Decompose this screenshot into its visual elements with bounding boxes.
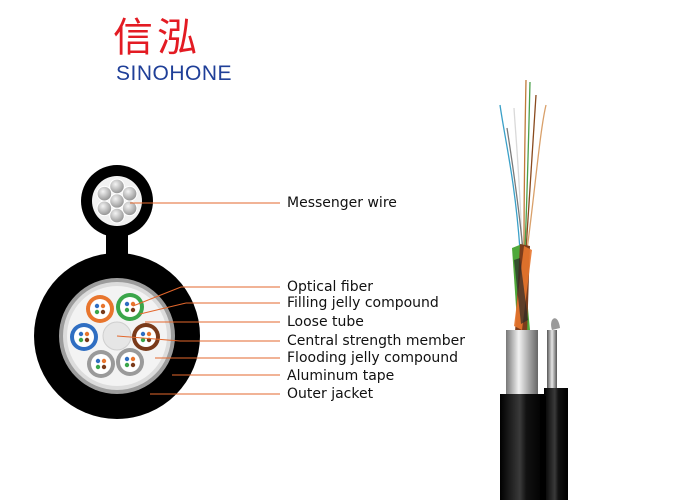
loose-tubes bbox=[70, 293, 160, 378]
loose-tube-gray-left bbox=[87, 350, 115, 378]
label-filling-jelly-compound: Filling jelly compound bbox=[287, 295, 439, 311]
label-central-strength-member: Central strength member bbox=[287, 333, 465, 349]
label-messenger-wire: Messenger wire bbox=[287, 195, 397, 211]
loose-tube-brown bbox=[132, 323, 160, 351]
loose-tube-gray-right bbox=[116, 348, 144, 376]
messenger-section bbox=[81, 165, 153, 267]
aluminum-tape-segment bbox=[506, 330, 538, 398]
cable-photo bbox=[499, 79, 568, 500]
label-loose-tube: Loose tube bbox=[287, 314, 364, 330]
loose-tube-blue bbox=[70, 323, 98, 351]
logo-chinese-text: 信泓 bbox=[113, 15, 201, 61]
leader-line-filling-jelly-a bbox=[139, 302, 187, 315]
messenger-wire-strands bbox=[96, 178, 138, 224]
loose-tube-green bbox=[116, 293, 144, 321]
leader-line-optical-fiber-a bbox=[132, 286, 182, 307]
label-aluminum-tape: Aluminum tape bbox=[287, 368, 395, 384]
fiber-strands bbox=[499, 79, 547, 251]
leader-lines bbox=[116, 202, 280, 395]
logo-english-text: SINOHONE bbox=[116, 62, 233, 85]
label-optical-fiber: Optical fiber bbox=[287, 279, 373, 295]
messenger-wire-segment bbox=[547, 330, 557, 390]
outer-jacket-segment bbox=[500, 394, 544, 500]
label-outer-jacket: Outer jacket bbox=[287, 386, 374, 402]
label-flooding-jelly-compound: Flooding jelly compound bbox=[287, 350, 459, 366]
leader-line-central-member-a bbox=[116, 335, 181, 342]
messenger-jacket-segment bbox=[544, 388, 568, 500]
loose-tube-orange bbox=[86, 295, 114, 323]
